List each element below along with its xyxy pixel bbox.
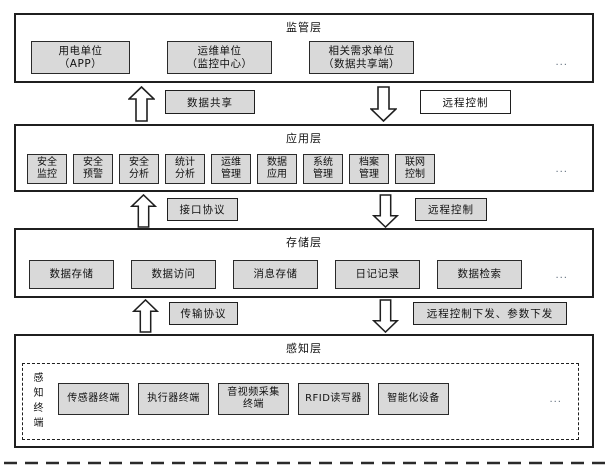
application-box-row: 安全 监控安全 预警安全 分析统计 分析运维 管理数据 应用系统 管理档案 管理… [27,154,435,184]
node-box: 数据 应用 [257,154,297,184]
node-box: 传感器终端 [58,383,129,415]
node-box: 安全 监控 [27,154,67,184]
more-ellipsis: ... [555,270,568,281]
flow-label-down: 远程控制下发、参数下发 [413,302,567,325]
up-arrow-icon [130,194,157,228]
down-arrow-icon [372,194,399,228]
node-box: 数据存储 [29,260,114,289]
storage-box-row: 数据存储数据访问消息存储日记记录数据检索 [29,260,522,289]
more-ellipsis: ... [555,57,568,68]
up-arrow-icon [132,299,159,333]
perception-box-row: 传感器终端执行器终端音视频采集 终端 RFID读写器智能化设备 [58,383,449,415]
layer-title: 应用层 [286,132,322,145]
layer-perception: 感知层 感知终端 传感器终端执行器终端音视频采集 终端 RFID读写器智能化设备 … [14,334,594,448]
flow-label-down: 远程控制 [415,198,487,221]
node-box: 运维 管理 [211,154,251,184]
node-box: 运维单位 （监控中心） [167,41,272,74]
flow-label-up: 数据共享 [165,90,255,114]
node-box: 消息存储 [233,260,318,289]
bottom-dashed-line [4,461,612,465]
node-box: 音视频采集 终端 [218,383,289,415]
node-box: RFID读写器 [298,383,369,415]
supervision-box-row: 用电单位 （APP） 运维单位 （监控中心） 相关需求单位 （数据共享端） [31,41,414,74]
layer-title: 感知层 [286,342,322,355]
perception-terminal-side-label: 感知终端 [33,373,44,429]
node-box: 档案 管理 [349,154,389,184]
more-ellipsis: ... [555,164,568,175]
node-box: 智能化设备 [378,383,449,415]
perception-terminal-group: 感知终端 传感器终端执行器终端音视频采集 终端 RFID读写器智能化设备 ... [22,363,579,440]
up-arrow-icon [128,86,155,122]
down-arrow-icon [372,299,399,333]
node-box: 用电单位 （APP） [31,41,130,74]
flow-label-up: 接口协议 [167,198,238,221]
flow-label-down: 远程控制 [420,90,511,114]
node-box: 相关需求单位 （数据共享端） [309,41,414,74]
layer-supervision: 监管层 用电单位 （APP）运维单位 （监控中心）相关需求单位 （数据共享端） … [14,13,594,83]
node-box: 数据检索 [437,260,522,289]
node-box: 日记记录 [335,260,420,289]
node-box: 联网 控制 [395,154,435,184]
node-box: 安全 分析 [119,154,159,184]
flow-label-up: 传输协议 [169,302,238,325]
down-arrow-icon [370,86,397,122]
node-box: 执行器终端 [138,383,209,415]
node-box: 系统 管理 [303,154,343,184]
more-ellipsis: ... [549,394,562,405]
layer-title: 监管层 [286,21,322,34]
layer-title: 存储层 [286,236,322,249]
node-box: 统计 分析 [165,154,205,184]
layer-storage: 存储层 数据存储数据访问消息存储日记记录数据检索 ... [14,228,594,298]
node-box: 安全 预警 [73,154,113,184]
node-box: 数据访问 [131,260,216,289]
layer-application: 应用层 安全 监控安全 预警安全 分析统计 分析运维 管理数据 应用系统 管理档… [14,124,594,192]
